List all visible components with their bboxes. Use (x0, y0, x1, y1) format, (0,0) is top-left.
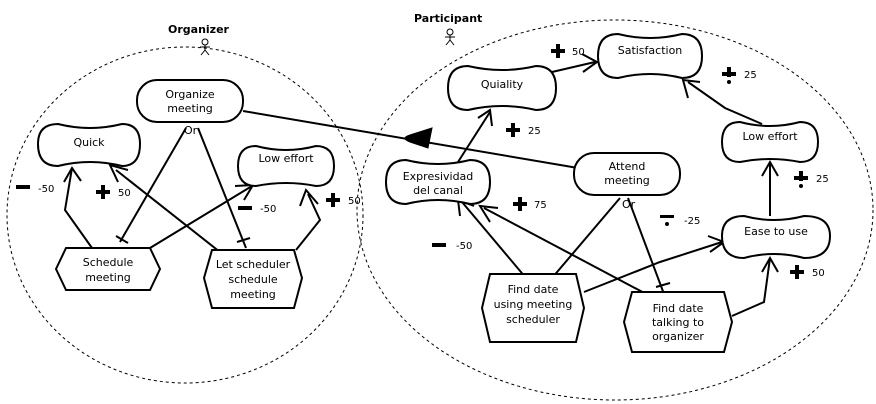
task-find-talking-label-3: organizer (652, 330, 704, 343)
decomp-organize-to-let (197, 127, 247, 249)
goal-organize-meeting[interactable]: Organize meeting (136, 79, 244, 123)
contrib-label-ease-lowEffort: 25 (816, 174, 829, 185)
task-let-scheduler-label-2: schedule (228, 273, 278, 286)
task-schedule-meeting-label-2: meeting (85, 271, 131, 284)
softgoal-satisfaction-label: Satisfaction (618, 44, 683, 57)
softgoal-low-effort-participant-label: Low effort (742, 130, 798, 143)
contrib-label-findScheduler-ease: -25 (684, 216, 700, 227)
participant-or-label: Or (622, 198, 636, 211)
task-schedule-meeting[interactable]: Schedule meeting (54, 247, 162, 291)
contrib-label-findTalking-ease: 50 (812, 268, 825, 279)
softgoal-quiality-label: Quiality (481, 78, 524, 91)
contrib-label-expresividad-quiality: 25 (528, 126, 541, 137)
decomp-attend-to-scheduler (551, 197, 621, 279)
softgoal-quick-label: Quick (73, 136, 105, 149)
softgoal-ease-to-use-label: Ease to use (744, 225, 808, 238)
task-find-date-using-meeting-scheduler[interactable]: Find date using meeting scheduler (480, 273, 586, 343)
organizer-label: Organizer (168, 23, 230, 36)
contrib-label-quick-schedule: -50 (38, 184, 54, 195)
dependency-d-marker (404, 127, 433, 149)
task-schedule-meeting-label-1: Schedule (83, 256, 134, 269)
task-find-scheduler-label-2: using meeting (494, 298, 573, 311)
participant-actor-icon (445, 28, 455, 46)
softgoal-low-effort-organizer[interactable]: Low effort (236, 144, 336, 188)
goal-attend-meeting-label-2: meeting (604, 174, 650, 187)
contrib-label-lowEffort-let: 50 (348, 196, 361, 207)
goal-organize-meeting-label-1: Organize (165, 88, 215, 101)
task-let-scheduler-label-1: Let scheduler (216, 258, 291, 271)
contrib-label-findTalking-expresividad: 75 (534, 200, 547, 211)
contrib-label-lowEffort-schedule: -50 (260, 204, 276, 215)
softgoal-quick[interactable]: Quick (36, 122, 142, 168)
contrib-label-lowEffort-satisfaction: 25 (744, 70, 757, 81)
softgoal-low-effort-participant[interactable]: Low effort (720, 120, 820, 164)
softgoal-satisfaction[interactable]: Satisfaction (596, 32, 704, 80)
contrib-lowEffort-to-satisfaction (687, 81, 763, 125)
contrib-findScheduler-to-expresividad (461, 201, 527, 279)
participant-label: Participant (414, 12, 482, 25)
contrib-expresividad-to-quiality (457, 111, 491, 163)
decomp-attend-to-talking (627, 197, 665, 295)
softgoal-expresividad-del-canal[interactable]: Expresividad del canal (384, 158, 492, 206)
contrib-findScheduler-to-ease (583, 241, 723, 293)
contrib-quiality-to-satisfaction (551, 61, 596, 73)
contrib-label-quick-let: 50 (118, 188, 131, 199)
contrib-schedule-to-lowEffort (149, 185, 253, 249)
softgoal-expresividad-label-2: del canal (413, 184, 463, 197)
goal-attend-meeting-label-1: Attend (609, 160, 646, 173)
contrib-let-to-lowEffort (295, 193, 322, 251)
contrib-label-findScheduler-expresividad: -50 (456, 241, 472, 252)
softgoal-ease-to-use[interactable]: Ease to use (720, 214, 832, 260)
task-find-talking-label-2: talking to (652, 316, 704, 329)
task-find-date-talking-to-organizer[interactable]: Find date talking to organizer (622, 291, 734, 353)
task-find-scheduler-label-3: scheduler (506, 313, 560, 326)
task-let-scheduler-schedule-meeting[interactable]: Let scheduler schedule meeting (202, 249, 304, 309)
task-find-talking-label-1: Find date (653, 302, 704, 315)
goal-organize-meeting-label-2: meeting (167, 102, 213, 115)
task-let-scheduler-label-3: meeting (230, 288, 276, 301)
goal-attend-meeting[interactable]: Attend meeting (573, 152, 681, 196)
organizer-boundary (6, 46, 364, 384)
softgoal-quiality[interactable]: Quiality (446, 64, 558, 112)
contrib-schedule-to-quick (63, 167, 93, 249)
contrib-findTalking-to-ease (731, 257, 771, 317)
contrib-label-quiality-satisfaction: 50 (572, 47, 585, 58)
organizer-or-label: Or (184, 124, 198, 137)
organizer-actor-icon (200, 38, 210, 56)
contrib-let-to-quick (115, 169, 226, 257)
participant-boundary (356, 19, 874, 401)
softgoal-low-effort-organizer-label: Low effort (258, 152, 314, 165)
decomp-organize-to-schedule (119, 127, 187, 243)
contrib-findTalking-to-expresividad (483, 207, 651, 297)
softgoal-expresividad-label-1: Expresividad (403, 170, 474, 183)
task-find-scheduler-label-1: Find date (508, 283, 559, 296)
